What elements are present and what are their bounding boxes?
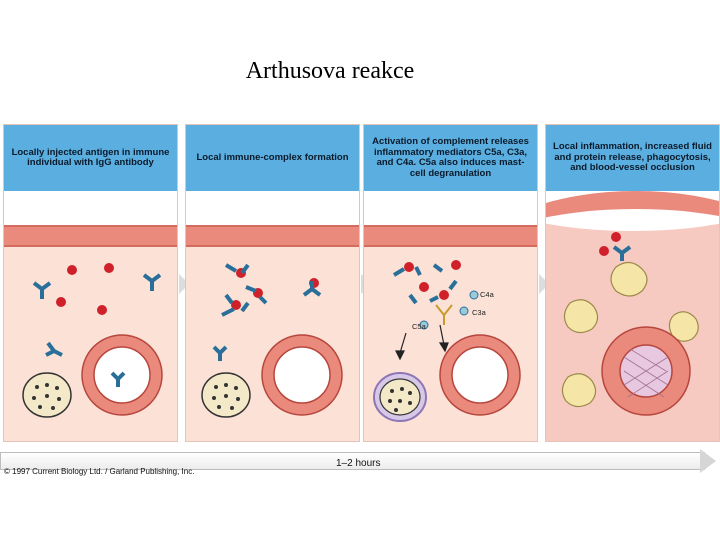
mast-cell xyxy=(22,372,72,418)
antigen-group xyxy=(56,263,114,315)
label-c5a: C5a xyxy=(412,322,427,331)
panel-3-caption: Activation of complement releases inflam… xyxy=(364,125,537,191)
skin-layer xyxy=(546,191,719,311)
blood-vessel xyxy=(439,334,521,416)
panel-1-caption: Locally injected antigen in immune indiv… xyxy=(4,125,177,191)
panel-4-illustration xyxy=(561,232,699,416)
stage-arrow-1 xyxy=(179,274,189,294)
immune-complex xyxy=(221,263,322,317)
panel-antigen-injection: Locally injected antigen in immune indiv… xyxy=(3,124,178,442)
complement-complex xyxy=(435,304,453,325)
panel-1-illustration xyxy=(22,263,163,418)
label-c3a: C3a xyxy=(472,308,487,317)
mast-cell xyxy=(201,372,251,418)
degranulating-mast-cell xyxy=(373,372,427,422)
timeline-label: 1–2 hours xyxy=(336,458,381,469)
panel-3-illustration: C4a C3a C5a xyxy=(373,260,521,422)
mediator-arrows xyxy=(395,324,449,361)
arthus-reaction-figure: Locally injected antigen in immune indiv… xyxy=(0,124,720,482)
antigen-group xyxy=(404,260,461,300)
panel-4-caption: Local inflammation, increased fluid and … xyxy=(546,125,719,191)
immune-complex xyxy=(392,263,458,305)
page-title: Arthusova reakce xyxy=(245,58,415,84)
panel-immune-complex: Local immune-complex formation xyxy=(185,124,360,442)
panel-local-inflammation: Local inflammation, increased fluid and … xyxy=(545,124,720,442)
skin-layer xyxy=(364,225,537,247)
copyright-note: © 1997 Current Biology Ltd. / Garland Pu… xyxy=(4,467,195,476)
stage-arrow-3 xyxy=(539,274,549,294)
complement-fragments xyxy=(419,290,479,330)
panel-2-caption: Local immune-complex formation xyxy=(186,125,359,191)
label-c4a: C4a xyxy=(480,290,495,299)
timeline-arrowhead xyxy=(700,449,716,473)
antigen-group xyxy=(231,268,319,310)
skin-layer xyxy=(4,225,177,247)
occluded-blood-vessel xyxy=(601,326,691,416)
antigen-group xyxy=(599,232,621,256)
timeline-bar xyxy=(0,452,705,470)
panel-2-illustration xyxy=(201,263,343,418)
phagocytes xyxy=(561,261,699,408)
panel-complement-activation: Activation of complement releases inflam… xyxy=(363,124,538,442)
blood-vessel xyxy=(261,334,343,416)
skin-layer xyxy=(186,225,359,247)
